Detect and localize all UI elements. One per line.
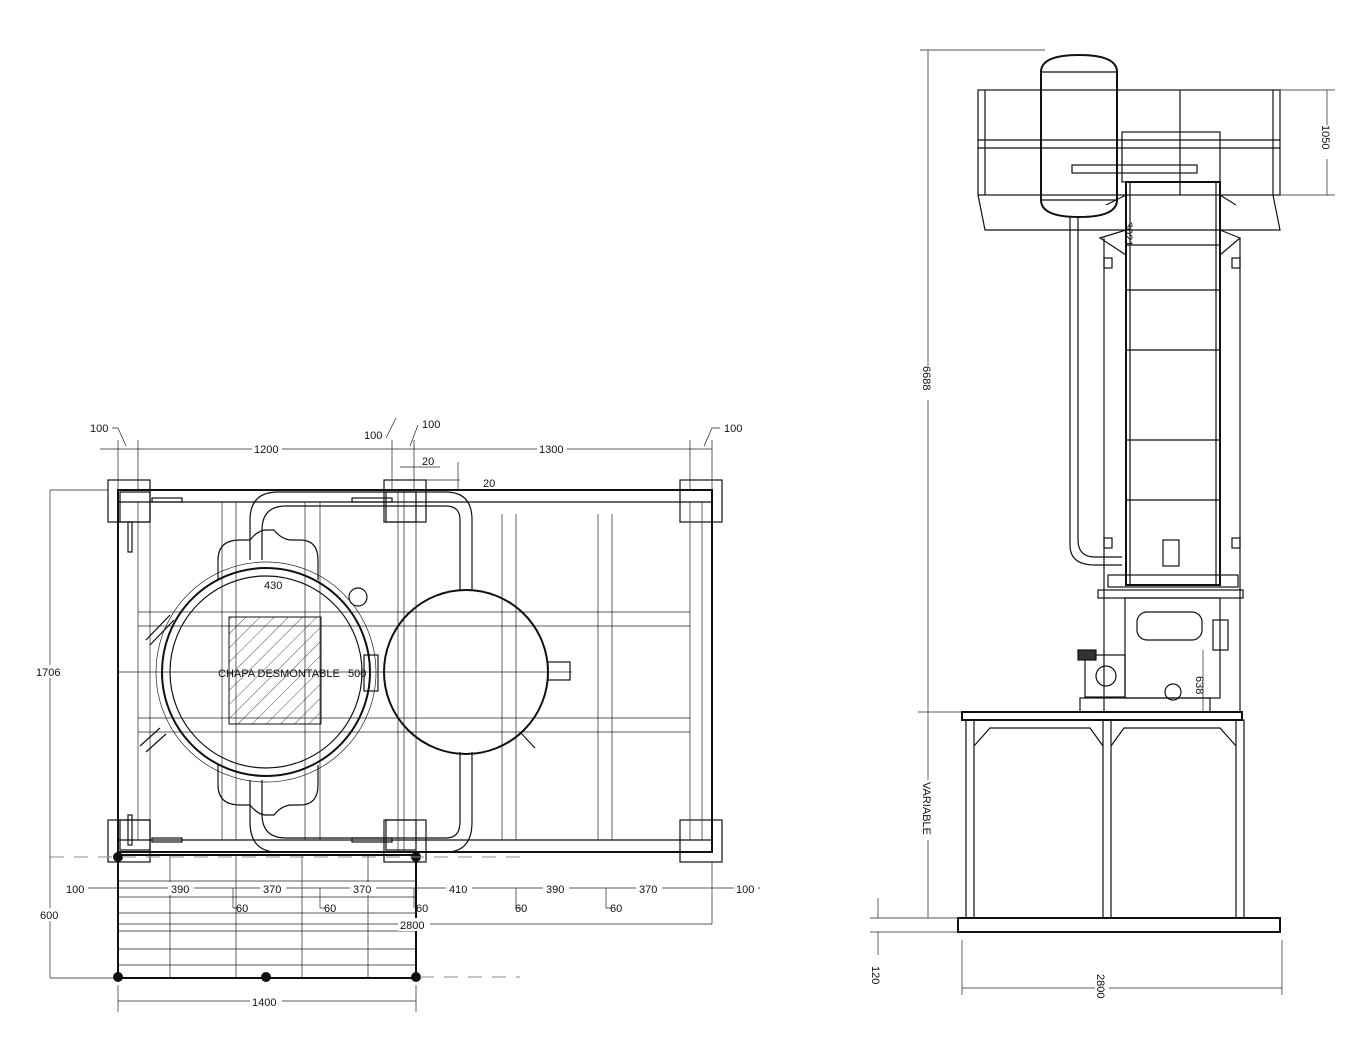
dim-label: 370 [263,884,281,896]
main-vessel [139,561,379,783]
beam-width-label: 60 [610,903,622,915]
dim-label: 370 [353,884,371,896]
dim-label: 410 [449,884,467,896]
dim-6688: 6688 [920,366,932,390]
dim-100-left: 100 [90,423,108,435]
dim-1400: 1400 [252,997,276,1009]
dim-1200: 1200 [254,444,278,456]
dim-label: 390 [171,884,189,896]
dim-1706: 1706 [36,667,60,679]
dim-1050: 1050 [1319,125,1331,149]
beam-width-label: 60 [416,903,428,915]
dim-500: 500 [348,668,366,680]
corner-plates [107,479,723,863]
dim-label: 100 [736,884,754,896]
plan-view: 100 100 100 100 1200 1300 20 20 430 CHAP… [34,417,760,1012]
panel-label: CHAPA DESMONTABLE [218,668,340,680]
support-table [957,711,1281,933]
elevation-view: 1050 3021 6688 638 VARIABLE 120 2800 [869,49,1335,1006]
dim-600: 600 [40,910,58,922]
plan-dimension-labels: 100 100 100 100 1200 1300 20 20 430 CHAP… [34,419,758,1009]
dim-label: 100 [66,884,84,896]
column [1097,131,1244,712]
service-platform [50,852,520,982]
dim-1300: 1300 [539,444,563,456]
beam-width-label: 60 [236,903,248,915]
dim-2800-elevation: 2800 [1094,974,1106,998]
bottom-dim-labels: 100 390 370 370 410 390 370 100 [64,882,758,896]
beam-width-label: 60 [515,903,527,915]
dim-100-mid-a: 100 [364,430,382,442]
plan-frame [107,479,723,863]
dim-638: 638 [1193,676,1205,694]
dim-100-right: 100 [724,423,742,435]
elevation-dimension-labels: 1050 3021 6688 638 VARIABLE 120 2800 [869,125,1334,1006]
dim-20-b: 20 [483,478,495,490]
secondary-vessel [383,589,571,755]
dim-100-mid-b: 100 [422,419,440,431]
pump-motor-assembly [1077,597,1229,713]
column-label-3021: 3021 [1122,222,1134,246]
dim-label: 370 [639,884,657,896]
dim-variable: VARIABLE [920,782,932,835]
dim-430: 430 [264,580,282,592]
beam-width-label: 60 [324,903,336,915]
dim-20-a: 20 [422,456,434,468]
pipe-loop [217,491,473,853]
dim-120: 120 [869,966,881,984]
top-platform-railing [977,89,1281,231]
dim-label: 390 [546,884,564,896]
dim-2800: 2800 [400,920,424,932]
